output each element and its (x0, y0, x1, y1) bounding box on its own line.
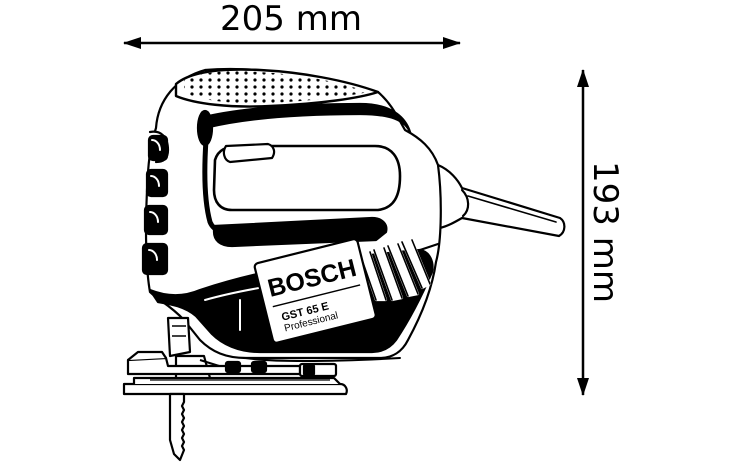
vent-dots (184, 71, 368, 104)
height-arrow-top (577, 69, 589, 87)
handle-lower-bar (212, 216, 388, 248)
height-dimension: 193 mm (577, 69, 625, 396)
brand-label: BOSCH GST 65 E Professional (253, 238, 377, 344)
width-dimension-label: 205 mm (220, 0, 362, 39)
height-dimension-label: 193 mm (585, 161, 625, 303)
trigger (222, 142, 276, 164)
width-arrow-left (123, 37, 141, 49)
width-arrow-right (443, 37, 461, 49)
label-divider (272, 284, 361, 308)
front-grip (141, 130, 170, 276)
power-cord (436, 163, 566, 238)
saw-blade (168, 392, 186, 462)
width-dimension: 205 mm (123, 0, 461, 49)
handle-top-band (198, 102, 412, 134)
brand-label-plate (253, 238, 377, 344)
side-vents (358, 238, 432, 302)
base-assembly (122, 316, 348, 462)
foot-plate-lower (122, 382, 348, 396)
height-arrow-bottom (577, 378, 589, 396)
blade-holder (166, 316, 192, 358)
